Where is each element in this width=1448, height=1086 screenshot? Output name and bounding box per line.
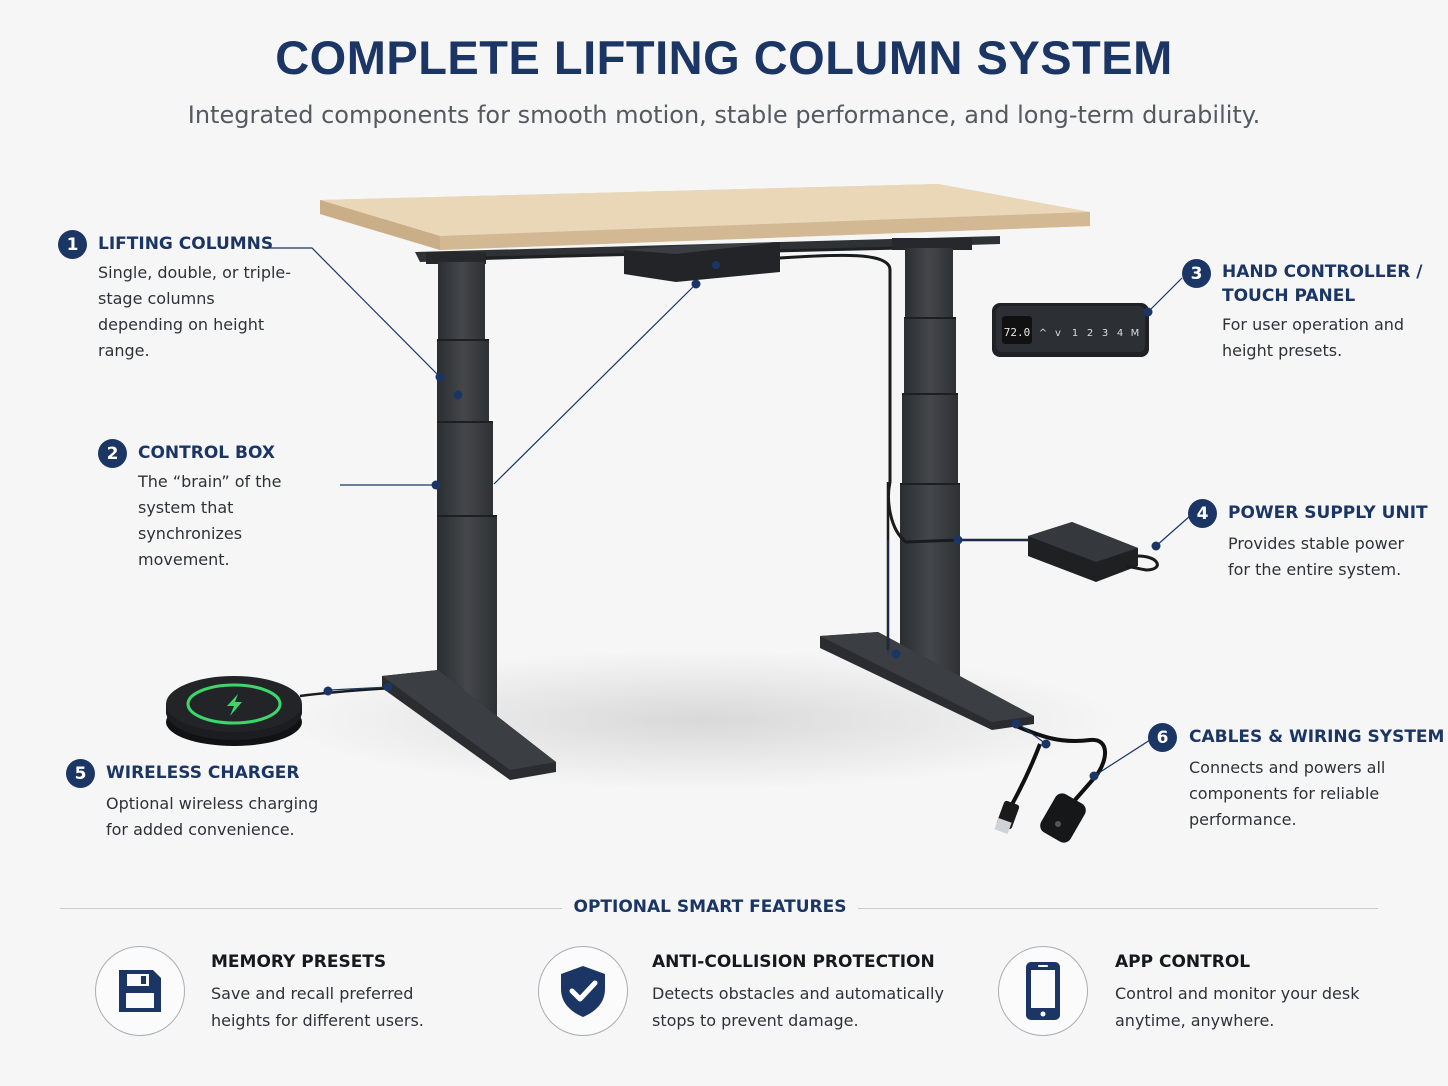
feature-title: MEMORY PRESETS: [211, 952, 387, 972]
wireless-charger: [166, 676, 393, 746]
callout-number: 5: [66, 759, 95, 788]
shield-check-icon: [538, 946, 628, 1036]
callout-desc: Provides stable power for the entire sys…: [1228, 534, 1405, 579]
callout-title: LIFTING COLUMNS: [98, 234, 274, 254]
callout-number: 2: [98, 439, 127, 468]
hand-controller: 72.0 ^ v 1 2 3 4 M: [992, 303, 1149, 357]
standing-desk-diagram: 72.0 ^ v 1 2 3 4 M: [166, 184, 1191, 843]
feature-title: ANTI-COLLISION PROTECTION: [652, 952, 935, 972]
lightning-bolt-icon: [227, 694, 242, 716]
hc-btn: 1: [1072, 328, 1078, 339]
smartphone-icon: [998, 946, 1088, 1036]
features-title: OPTIONAL SMART FEATURES: [573, 897, 847, 917]
floppy-disk-icon: [95, 946, 185, 1036]
callout-title: CONTROL BOX: [138, 443, 275, 463]
callout-title: CABLES & WIRING SYSTEM: [1189, 727, 1445, 747]
feature-desc: Detects obstacles and automatically stop…: [652, 984, 944, 1030]
feature-app-control: APP CONTROL Control and monitor your des…: [998, 946, 1438, 1038]
hc-btn: ^: [1039, 328, 1047, 339]
hc-btn: 3: [1102, 328, 1108, 339]
callout-desc: The “brain” of the system that synchroni…: [138, 472, 282, 569]
feature-desc: Save and recall preferred heights for di…: [211, 984, 424, 1030]
hc-btn: 4: [1117, 328, 1123, 339]
right-foot: [820, 632, 1034, 730]
callout-title: POWER SUPPLY UNIT: [1228, 503, 1428, 523]
features-divider-left: [60, 908, 562, 909]
hc-btn: v: [1055, 328, 1061, 339]
cables-wiring: [994, 724, 1107, 843]
left-foot: [382, 670, 556, 780]
leader-lines: [268, 247, 1191, 777]
callout-desc: Optional wireless charging for added con…: [106, 794, 319, 839]
callout-title: TOUCH PANEL: [1222, 286, 1356, 306]
callout-title: HAND CONTROLLER /: [1222, 262, 1423, 282]
callout-number: 3: [1182, 259, 1211, 288]
hand-controller-display: 72.0: [1004, 326, 1031, 339]
leg-cable: [779, 253, 961, 544]
callout-desc: Single, double, or triple-stage columns …: [98, 263, 292, 360]
feature-anti-collision: ANTI-COLLISION PROTECTION Detects obstac…: [538, 946, 978, 1038]
feature-title: APP CONTROL: [1115, 952, 1251, 972]
feature-desc: Control and monitor your desk anytime, a…: [1115, 984, 1360, 1030]
leader-dots: [323, 279, 1161, 781]
hc-btn: 2: [1087, 328, 1093, 339]
callout-desc: For user operation and height presets.: [1222, 315, 1405, 360]
feature-memory-presets: MEMORY PRESETS Save and recall preferred…: [95, 946, 535, 1038]
page-title: COMPLETE LIFTING COLUMN SYSTEM: [275, 31, 1173, 84]
hc-btn: M: [1131, 328, 1140, 339]
callout-number: 4: [1188, 499, 1217, 528]
callout-number: 1: [58, 230, 87, 259]
features-divider-right: [858, 908, 1378, 909]
power-supply-unit: [960, 522, 1159, 582]
desk-top: [320, 184, 1090, 250]
callout-number: 6: [1148, 723, 1177, 752]
right-lifting-column: [892, 238, 972, 684]
callout-desc: Connects and powers all components for r…: [1189, 758, 1386, 829]
callout-title: WIRELESS CHARGER: [106, 763, 300, 783]
control-box: [624, 242, 780, 282]
page-subtitle: Integrated components for smooth motion,…: [187, 101, 1261, 129]
